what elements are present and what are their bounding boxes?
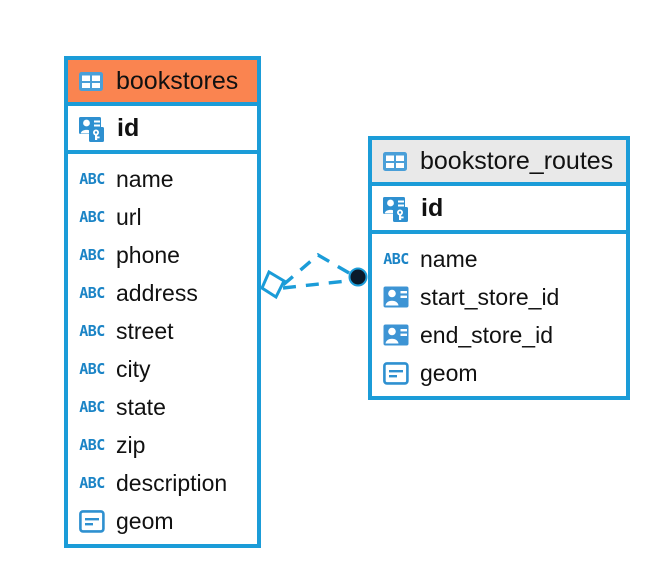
field-label: city xyxy=(116,355,151,382)
primary-key-label: id xyxy=(421,193,444,222)
field-label: geom xyxy=(420,359,478,386)
abc-text-icon: ABC xyxy=(79,359,105,378)
field-label: description xyxy=(116,469,228,496)
field-label: geom xyxy=(116,507,174,534)
abc-text-icon: ABC xyxy=(79,397,105,416)
field-label: street xyxy=(116,317,174,344)
abc-text-icon: ABC xyxy=(79,435,105,454)
primary-key-row[interactable]: id xyxy=(68,106,257,154)
foreign-key-icon xyxy=(382,285,410,309)
field-row-url[interactable]: ABC url xyxy=(68,198,257,236)
entity-table-bookstore-routes[interactable]: bookstore_routes id xyxy=(368,136,630,400)
field-label: name xyxy=(116,165,174,192)
geometry-icon xyxy=(382,361,410,385)
relationship-line-upper xyxy=(281,252,357,287)
entity-title: bookstores xyxy=(116,66,239,95)
table-grid-icon xyxy=(77,70,105,92)
abc-text-icon: ABC xyxy=(79,473,105,492)
entity-table-bookstores[interactable]: bookstores id xyxy=(64,56,261,548)
field-row-end-store-id[interactable]: end_store_id xyxy=(372,316,626,354)
field-row-start-store-id[interactable]: start_store_id xyxy=(372,278,626,316)
field-label: end_store_id xyxy=(420,321,553,348)
field-label: state xyxy=(116,393,166,420)
diamond-outline-icon xyxy=(260,269,286,300)
primary-key-row[interactable]: id xyxy=(372,186,626,234)
field-list-bookstores: ABC name ABC url ABC phone ABC xyxy=(68,154,257,544)
field-label: zip xyxy=(116,431,146,458)
field-label: address xyxy=(116,279,198,306)
geometry-icon xyxy=(78,509,106,533)
field-label: url xyxy=(116,203,142,230)
field-row-city[interactable]: ABC city xyxy=(68,350,257,388)
abc-text-icon: ABC xyxy=(79,321,105,340)
primary-key-icon xyxy=(77,113,107,143)
foreign-key-icon xyxy=(382,323,410,347)
abc-text-icon: ABC xyxy=(79,169,105,188)
table-grid-icon xyxy=(381,150,409,172)
entity-header-bookstore-routes[interactable]: bookstore_routes xyxy=(372,140,626,186)
primary-key-label: id xyxy=(117,113,140,142)
relationship-line-lower xyxy=(282,278,357,290)
entity-title: bookstore_routes xyxy=(420,146,614,175)
entity-header-bookstores[interactable]: bookstores xyxy=(68,60,257,106)
field-row-address[interactable]: ABC address xyxy=(68,274,257,312)
filled-circle-icon xyxy=(348,267,368,287)
abc-text-icon: ABC xyxy=(79,207,105,226)
field-row-geom[interactable]: geom xyxy=(68,502,257,540)
field-row-phone[interactable]: ABC phone xyxy=(68,236,257,274)
field-label: name xyxy=(420,245,478,272)
field-row-description[interactable]: ABC description xyxy=(68,464,257,502)
field-row-street[interactable]: ABC street xyxy=(68,312,257,350)
abc-text-icon: ABC xyxy=(79,283,105,302)
field-row-zip[interactable]: ABC zip xyxy=(68,426,257,464)
field-row-name[interactable]: ABC name xyxy=(372,240,626,278)
field-row-state[interactable]: ABC state xyxy=(68,388,257,426)
field-row-geom[interactable]: geom xyxy=(372,354,626,392)
primary-key-icon xyxy=(381,193,411,223)
field-row-name[interactable]: ABC name xyxy=(68,160,257,198)
field-label: phone xyxy=(116,241,180,268)
field-list-bookstore-routes: ABC name start_store_id xyxy=(372,234,626,396)
abc-text-icon: ABC xyxy=(79,245,105,264)
field-label: start_store_id xyxy=(420,283,560,310)
abc-text-icon: ABC xyxy=(383,249,409,268)
